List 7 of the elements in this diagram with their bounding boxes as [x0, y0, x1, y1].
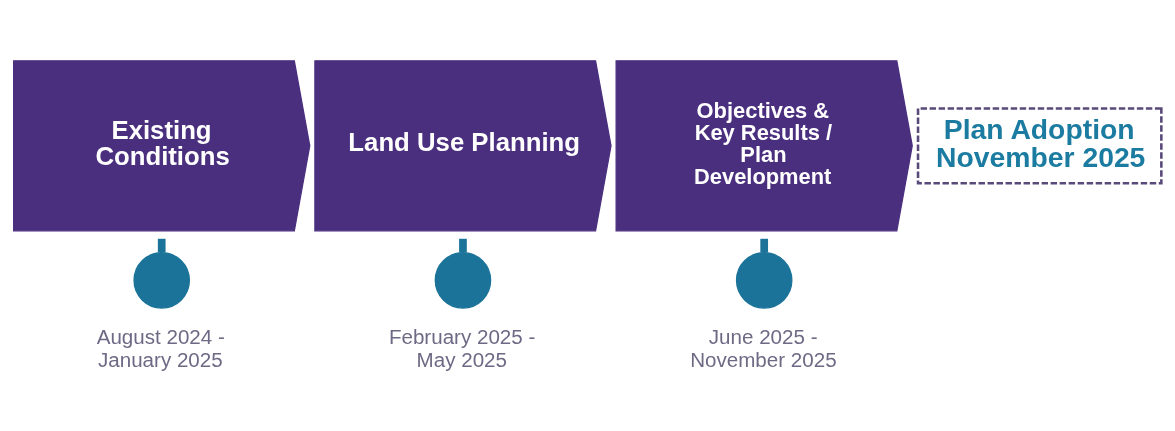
node-circle [735, 251, 793, 309]
node-label: February 2025 - May 2025 [388, 324, 536, 371]
node-label: August 2024 - January 2025 [96, 324, 225, 371]
node-circle [434, 251, 492, 309]
node-label: June 2025 - November 2025 [690, 324, 837, 371]
node-circle [133, 251, 191, 309]
node-box: Plan Adoption November 2025 [916, 106, 1163, 184]
